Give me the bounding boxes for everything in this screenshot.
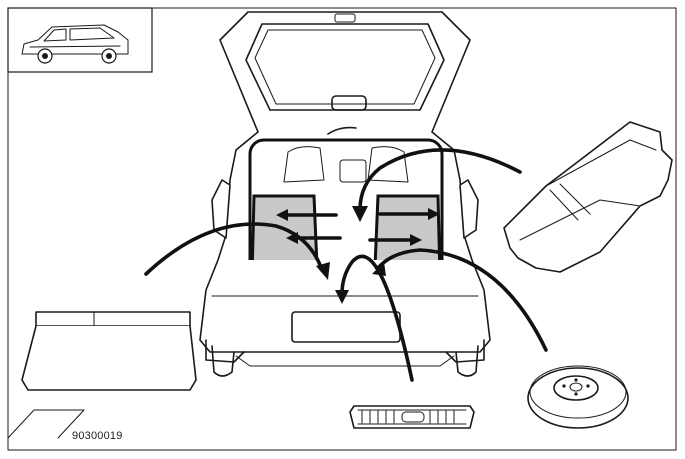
spare-tire [528, 366, 628, 428]
car-body [200, 12, 490, 376]
scuff-plate [350, 406, 474, 428]
figure-code: 90300019 [72, 430, 123, 442]
tonneau-cover [504, 122, 672, 272]
vehicle-thumbnail [8, 8, 152, 72]
deck-board [22, 312, 196, 390]
